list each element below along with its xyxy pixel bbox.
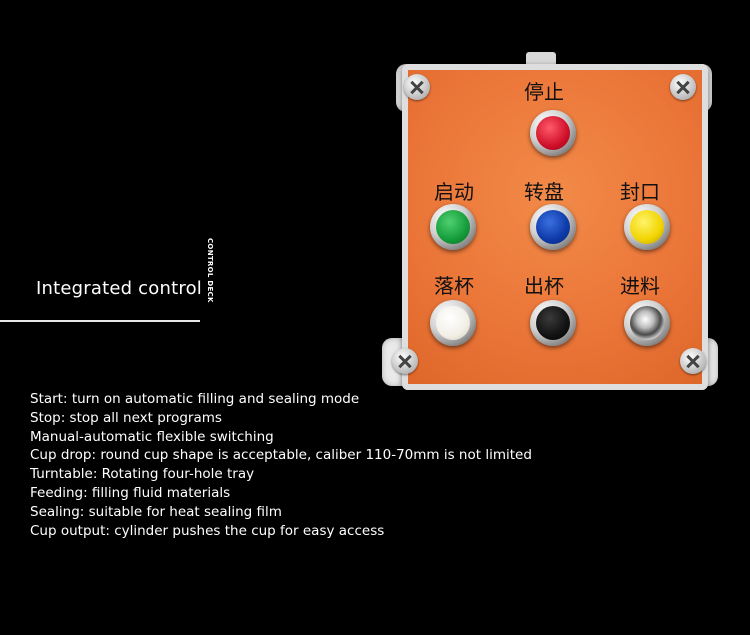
screw-icon [404,74,430,100]
stop-label: 停止 [524,80,564,104]
green-cap [436,210,470,244]
cup-drop-label: 落杯 [434,274,474,298]
feature-stop: Stop: stop all next programs [30,409,222,426]
start-button[interactable] [430,204,476,250]
feature-cup-drop: Cup drop: round cup shape is acceptable,… [30,447,532,464]
screw-icon [670,74,696,100]
cup-drop-button[interactable] [430,300,476,346]
black-cap [536,306,570,340]
seal-button[interactable] [624,204,670,250]
feature-list: Start: turn on automatic filling and sea… [30,390,532,540]
feeding-label: 进料 [620,274,660,298]
feature-start: Start: turn on automatic filling and sea… [30,391,360,407]
divider-line [0,320,200,322]
stop-button[interactable] [530,110,576,156]
feature-turntable: Turntable: Rotating four-hole tray [30,466,255,483]
red-cap [536,116,570,150]
screw-icon [680,348,706,374]
turntable-label: 转盘 [524,180,564,204]
feature-switching: Manual-automatic flexible switching [30,428,274,445]
feature-feeding: Feeding: filling fluid materials [30,484,231,501]
chrome-cap [630,306,664,340]
cup-output-label: 出杯 [524,274,564,298]
seal-label: 封口 [620,180,660,204]
turntable-button[interactable] [530,204,576,250]
cup-output-button[interactable] [530,300,576,346]
orange-panel: 停止 启动 转盘 封口 落杯 出杯 进料 [402,64,708,390]
integrated-control-heading: Integrated control [36,278,202,299]
yellow-cap [630,210,664,244]
control-deck-label: CONTROL DECK [206,238,214,303]
control-box: 停止 启动 转盘 封口 落杯 出杯 进料 [378,52,724,394]
cable [526,52,556,66]
start-label: 启动 [434,180,474,204]
feature-sealing: Sealing: suitable for heat sealing film [30,503,282,520]
screw-icon [392,348,418,374]
blue-cap [536,210,570,244]
white-cap [436,306,470,340]
feeding-button[interactable] [624,300,670,346]
feature-cup-output: Cup output: cylinder pushes the cup for … [30,522,385,539]
